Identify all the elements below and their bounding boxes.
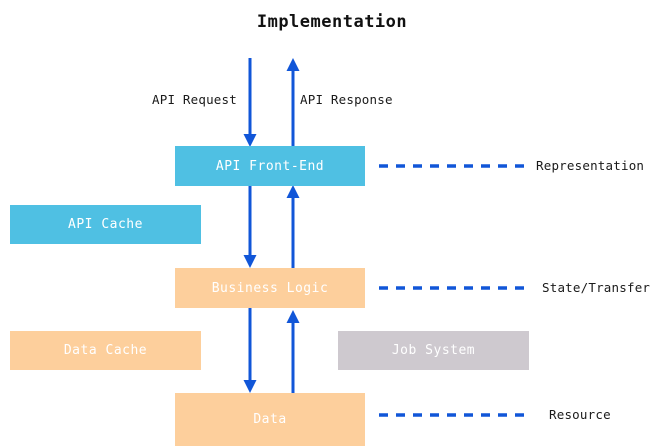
node-business-logic[interactable]: Business Logic <box>175 268 365 308</box>
diagram-title: Implementation <box>256 12 408 32</box>
node-data[interactable]: Data <box>175 393 365 446</box>
node-api-front-end[interactable]: API Front-End <box>175 146 365 186</box>
edge-label-api-response: API Response <box>300 92 393 107</box>
arrow-api-response <box>286 58 300 146</box>
arrow-frontend-to-logic <box>243 186 257 268</box>
arrow-api-request <box>243 58 257 147</box>
side-label-state-transfer: State/Transfer <box>542 280 651 295</box>
node-api-cache-label: API Cache <box>68 217 143 232</box>
node-api-cache[interactable]: API Cache <box>10 205 201 244</box>
arrow-logic-to-data <box>243 308 257 393</box>
node-business-logic-label: Business Logic <box>211 280 329 296</box>
side-label-resource: Resource <box>549 407 611 422</box>
node-data-cache-label: Data Cache <box>63 343 148 358</box>
node-job-system[interactable]: Job System <box>338 331 529 370</box>
side-label-representation: Representation <box>536 158 645 173</box>
arrow-logic-to-frontend <box>286 185 300 268</box>
node-data-cache[interactable]: Data Cache <box>10 331 201 370</box>
node-job-system-label: Job System <box>391 343 476 358</box>
edge-label-api-request: API Request <box>152 92 237 107</box>
node-data-label: Data <box>253 412 287 427</box>
arrow-data-to-logic <box>286 310 300 393</box>
node-api-front-end-label: API Front-End <box>215 158 325 174</box>
